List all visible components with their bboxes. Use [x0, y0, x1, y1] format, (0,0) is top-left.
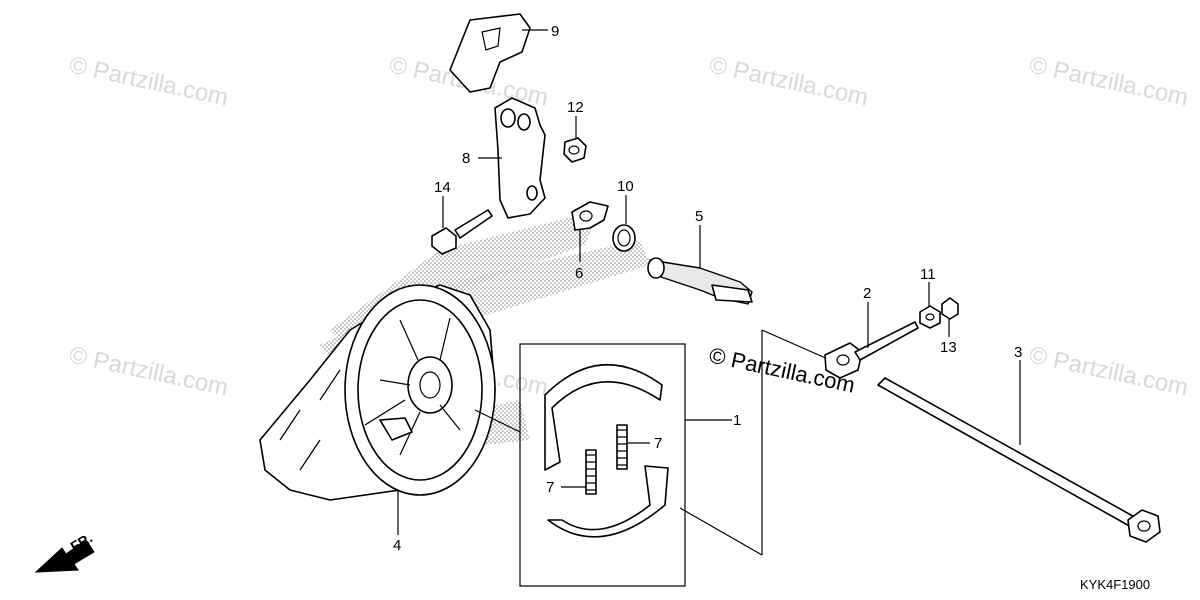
part-3-axle: [877, 377, 1161, 543]
callout-2: 2: [863, 285, 871, 302]
callout-4: 4: [393, 537, 401, 554]
arrow-icon: [34, 539, 95, 573]
watermark-text: © Partzilla.com: [707, 51, 871, 111]
callout-1: 1: [733, 412, 741, 429]
watermark-text: © Partzilla.com: [1027, 51, 1191, 111]
part-9-bracket: [449, 13, 531, 93]
watermark-text: © Partzilla.com: [67, 341, 231, 401]
watermark-text: © Partzilla.com: [67, 51, 231, 111]
callout-14: 14: [434, 179, 451, 196]
front-direction-arrow: FR.: [34, 529, 95, 573]
part-5-camshaft: [647, 257, 753, 305]
spring-a: [585, 449, 597, 495]
part-6-plate: [571, 201, 609, 231]
callout-7b: 7: [654, 435, 662, 452]
callout-labels: 1 2 3 4 5 6 7 7 8 9 10 11 12 13 14: [393, 23, 1022, 554]
part-4-brake-panel: [259, 284, 496, 501]
diagram-code: KYK4F1900: [1080, 577, 1150, 592]
callout-12: 12: [567, 99, 584, 116]
part-10-seal: [612, 224, 636, 252]
spring-b: [616, 424, 628, 470]
callout-6: 6: [575, 265, 583, 282]
callout-10: 10: [617, 178, 634, 195]
callout-3: 3: [1014, 344, 1022, 361]
callout-13: 13: [940, 339, 957, 356]
part-14-bolt: [431, 209, 493, 255]
part-8-lever: [494, 97, 546, 219]
callout-8: 8: [462, 150, 470, 167]
connection-lines: [474, 329, 831, 556]
part-2-adjuster: [824, 321, 919, 379]
watermark-text: © Partzilla.com: [1027, 341, 1191, 401]
part-1-shoe-set: [519, 343, 686, 587]
callout-9: 9: [551, 23, 559, 40]
callout-5: 5: [695, 208, 703, 225]
part-11-nut: [919, 305, 941, 329]
callout-7a: 7: [546, 479, 554, 496]
part-13-nut: [941, 297, 959, 320]
part-12-nut: [563, 137, 587, 163]
callout-11: 11: [920, 266, 936, 283]
